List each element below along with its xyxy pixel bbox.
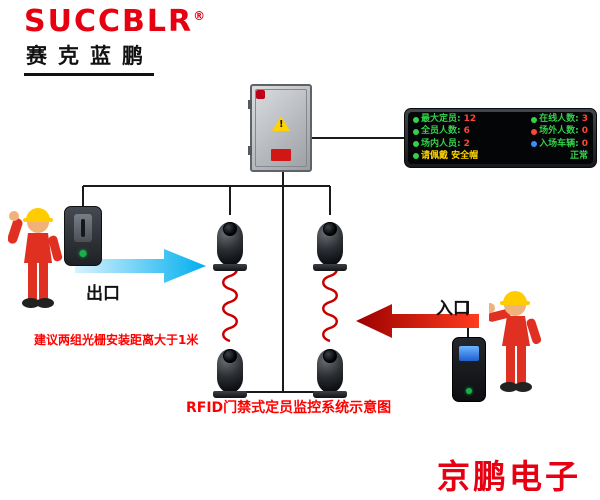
- led-label: 在线人数:: [539, 114, 579, 124]
- controller-cabinet: [248, 84, 312, 172]
- reader-led-icon: [79, 250, 87, 257]
- led-display-panel: 最大定员:12 在线人数:3 全员人数:6 场外人数:0 场内人员:2 入场车辆…: [404, 108, 597, 168]
- sensor-lens-icon: [223, 349, 237, 363]
- person-icon: [413, 153, 419, 160]
- warning-icon: [272, 116, 290, 131]
- card-reader-exit: [64, 206, 102, 266]
- reader-led-icon: [466, 388, 472, 394]
- ir-beam-sensor-bottom-left: [213, 342, 247, 398]
- led-row: 场内人员:2 入场车辆:0: [413, 138, 588, 149]
- vehicle-icon: [531, 141, 538, 148]
- sensor-body: [217, 349, 243, 393]
- ir-beam-sensor-bottom-right: [313, 342, 347, 398]
- diagram-caption: RFID门禁式定员监控系统示意图: [186, 400, 392, 416]
- sensor-base: [313, 391, 347, 398]
- sensor-lens-icon: [323, 349, 337, 363]
- ir-beam-sensor-top-left: [213, 215, 247, 271]
- person-icon: [531, 116, 538, 123]
- led-label: 入场车辆:: [539, 138, 579, 149]
- exit-label: 出口: [86, 284, 120, 304]
- warning-label-sticker: [271, 149, 291, 161]
- reader-slot: [81, 219, 85, 237]
- watermark-text: 京鹏电子: [437, 457, 581, 496]
- led-value: 12: [463, 114, 477, 124]
- cabinet-brand-sticker: [256, 90, 265, 99]
- sensor-base: [313, 264, 347, 271]
- exit-arrow: [75, 249, 206, 283]
- sensor-lens-icon: [323, 222, 337, 236]
- led-label: 场外人数:: [539, 126, 579, 137]
- sensor-base: [213, 264, 247, 271]
- card-reader-entrance: [452, 337, 486, 402]
- led-value: 6: [463, 126, 470, 137]
- entrance-label: 入口: [436, 299, 470, 319]
- led-value: 0: [581, 138, 588, 149]
- cabinet-hinge: [248, 146, 252, 155]
- led-label: 最大定员:: [421, 114, 461, 124]
- sensor-base: [213, 391, 247, 398]
- person-icon: [413, 128, 419, 135]
- person-icon: [413, 141, 419, 148]
- led-value: 0: [581, 126, 588, 137]
- sensor-lens-icon: [223, 222, 237, 236]
- sensor-body: [317, 349, 343, 393]
- person-icon: [413, 116, 419, 123]
- registered-mark-icon: ®: [193, 9, 208, 23]
- led-label: 全员人数:: [421, 126, 461, 137]
- sensor-body: [317, 222, 343, 266]
- brand-logo: SUCCBLR® 赛克蓝鹏: [24, 6, 207, 76]
- led-status: 正常: [569, 150, 588, 161]
- cabinet-door: [255, 89, 307, 167]
- brand-chinese-name: 赛克蓝鹏: [24, 38, 154, 76]
- led-label: 场内人员:: [421, 138, 461, 149]
- led-scroll-message: 请佩戴 安全帽: [421, 150, 479, 161]
- worker-figure-entrance: [485, 281, 547, 401]
- led-screen: 最大定员:12 在线人数:3 全员人数:6 场外人数:0 场内人员:2 入场车辆…: [408, 112, 593, 164]
- led-value: 2: [463, 138, 470, 149]
- install-note: 建议两组光栅安装距离大于1米: [34, 333, 199, 347]
- person-icon: [531, 128, 538, 135]
- worker-figure-exit: [7, 196, 66, 316]
- reader-screen: [459, 346, 479, 361]
- led-value: 3: [581, 114, 588, 124]
- sensor-body: [217, 222, 243, 266]
- led-row: 全员人数:6 场外人数:0: [413, 127, 588, 136]
- led-row: 最大定员:12 在线人数:3: [413, 115, 588, 124]
- led-footer-row: 请佩戴 安全帽 正常: [413, 150, 588, 161]
- light-curtain-cables: [222, 261, 338, 343]
- brand-wordmark: SUCCBLR®: [24, 4, 208, 39]
- ir-beam-sensor-top-right: [313, 215, 347, 271]
- cabinet-hinge: [248, 100, 252, 109]
- entrance-arrow: [356, 304, 479, 338]
